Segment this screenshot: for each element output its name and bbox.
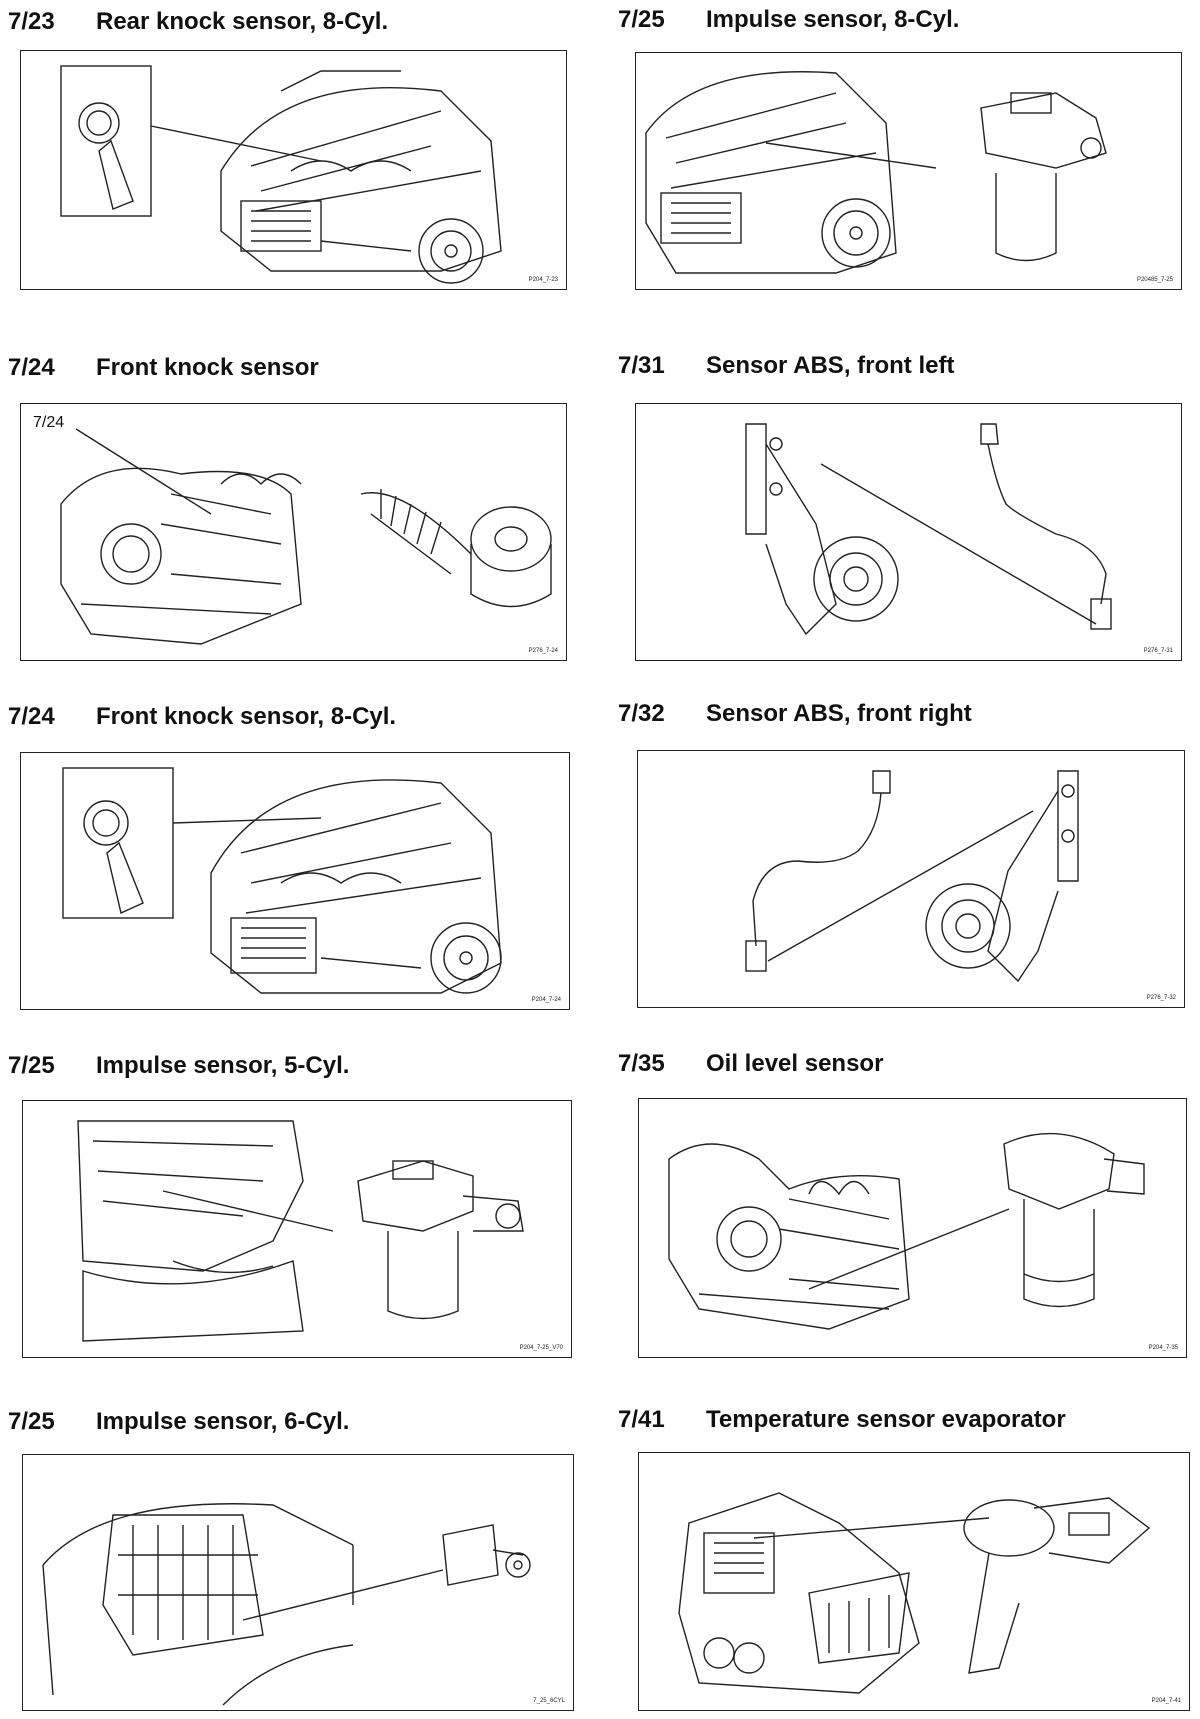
section-title: Temperature sensor evaporator [706, 1406, 1066, 1433]
section-title: Rear knock sensor, 8-Cyl. [96, 8, 389, 35]
section-code: 7/32 [618, 700, 665, 727]
section-title: Sensor ABS, front left [706, 352, 955, 379]
wheel-hub-and-abs-sensor-drawing [745, 423, 1112, 636]
illustration-temperature-sensor-evaporator: P204_7-41 [638, 1452, 1190, 1711]
engine-and-oil-level-sensor-drawing [668, 1132, 1145, 1330]
section-title: Front knock sensor, 8-Cyl. [96, 703, 397, 730]
illustration-front-knock-sensor-8cyl: P204_7-24 [20, 752, 570, 1010]
section-code: 7/41 [618, 1406, 665, 1433]
section-title: Front knock sensor [96, 354, 319, 381]
section-title: Impulse sensor, 8-Cyl. [706, 6, 960, 33]
engine-and-knock-sensor-drawing [60, 428, 552, 645]
figure-reference: P204_7-24 [531, 997, 561, 1003]
evaporator-and-temperature-sensor-drawing [678, 1492, 1151, 1694]
illustration-impulse-sensor-5cyl: P204_7-25_V70 [22, 1100, 572, 1358]
car-engine-bay-drawing [62, 767, 502, 994]
section-title: Impulse sensor, 6-Cyl. [96, 1408, 350, 1435]
figure-reference: P204_7-35 [1148, 1345, 1178, 1351]
section-heading: 7/32 Sensor ABS, front right [618, 700, 972, 728]
section-heading: 7/31 Sensor ABS, front left [618, 352, 954, 380]
section-title: Sensor ABS, front right [706, 700, 972, 727]
figure-reference: 7_25_6CYL [533, 1698, 565, 1704]
section-code: 7/35 [618, 1050, 665, 1077]
figure-reference: P276_7-31 [1143, 648, 1173, 654]
figure-reference: P20485_7-25 [1136, 277, 1173, 283]
car-engine-and-impulse-sensor-drawing [42, 1503, 531, 1706]
illustration-abs-sensor-front-left: P276_7-31 [635, 403, 1182, 661]
section-heading: 7/35 Oil level sensor [618, 1050, 883, 1078]
section-heading: 7/24 Front knock sensor [8, 354, 319, 382]
section-code: 7/25 [618, 6, 665, 33]
figure-reference: P204_7-41 [1151, 1698, 1181, 1704]
section-heading: 7/25 Impulse sensor, 5-Cyl. [8, 1052, 349, 1080]
engine-and-impulse-sensor-drawing [77, 1120, 524, 1342]
illustration-rear-knock-sensor-8cyl: P204_7-23 [20, 50, 567, 290]
section-code: 7/24 [8, 703, 55, 730]
section-heading: 7/25 Impulse sensor, 8-Cyl. [618, 6, 959, 34]
illustration-impulse-sensor-6cyl: 7_25_6CYL [22, 1454, 574, 1711]
section-code: 7/31 [618, 352, 665, 379]
illustration-oil-level-sensor: P204_7-35 [638, 1098, 1187, 1358]
car-engine-bay-drawing [645, 71, 1107, 274]
section-heading: 7/41 Temperature sensor evaporator [618, 1406, 1066, 1434]
figure-reference: P276_7-24 [528, 648, 558, 654]
section-heading: 7/23 Rear knock sensor, 8-Cyl. [8, 8, 388, 36]
car-engine-bay-drawing [60, 65, 502, 284]
section-code: 7/24 [8, 354, 55, 381]
wheel-hub-and-abs-sensor-drawing [745, 770, 1079, 983]
section-code: 7/23 [8, 8, 55, 35]
illustration-front-knock-sensor: 7/24 P276_7-24 [20, 403, 567, 661]
callout-label: 7/24 [33, 414, 65, 431]
illustration-abs-sensor-front-right: P276_7-32 [637, 750, 1185, 1008]
figure-reference: P276_7-32 [1146, 995, 1176, 1001]
section-code: 7/25 [8, 1052, 55, 1079]
section-title: Oil level sensor [706, 1050, 884, 1077]
section-heading: 7/24 Front knock sensor, 8-Cyl. [8, 703, 396, 731]
illustration-impulse-sensor-8cyl: P20485_7-25 [635, 52, 1182, 290]
section-title: Impulse sensor, 5-Cyl. [96, 1052, 350, 1079]
section-code: 7/25 [8, 1408, 55, 1435]
figure-reference: P204_7-23 [528, 277, 558, 283]
figure-reference: P204_7-25_V70 [519, 1345, 563, 1351]
section-heading: 7/25 Impulse sensor, 6-Cyl. [8, 1408, 349, 1436]
